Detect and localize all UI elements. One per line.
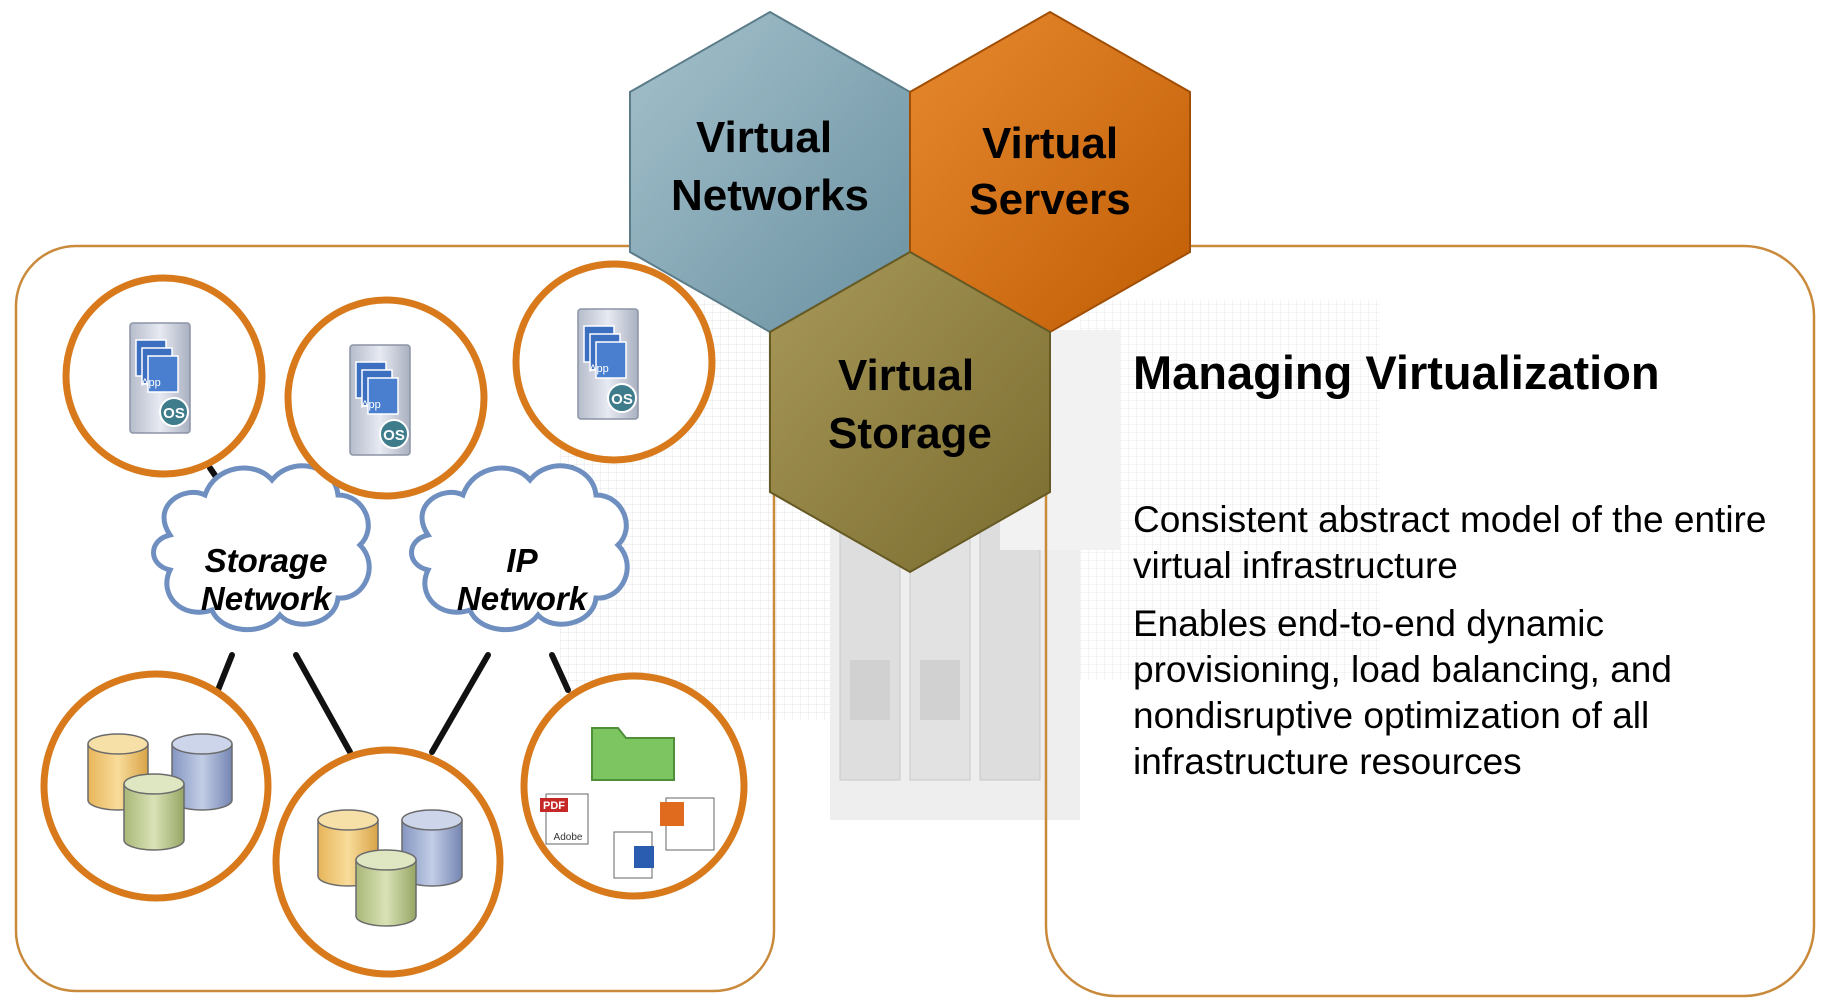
virtual-storage-line1: Virtual (838, 351, 974, 400)
bullet-item: Enables end-to-end dynamic provisioning,… (1133, 603, 1672, 782)
pdf-label: PDF (543, 800, 565, 812)
virtual-storage-line2: Storage (828, 409, 992, 458)
management-panel (1044, 244, 1816, 998)
file-storage-node: PDF Adobe (520, 672, 748, 900)
pdf-file-icon: PDF Adobe (540, 793, 589, 845)
ip-network-cloud: IP Network (409, 463, 630, 633)
adobe-label: Adobe (554, 832, 583, 843)
bullet-item: Consistent abstract model of the entire … (1133, 499, 1767, 586)
storage-network-label-line2: Network (201, 580, 333, 617)
server-node-2: App OS (284, 296, 488, 500)
os-label: OS (611, 391, 633, 408)
virtual-networks-line1: Virtual (696, 113, 832, 162)
server-node-3: App OS (512, 260, 716, 464)
storage-network-cloud: Storage Network (151, 463, 372, 633)
app-label: App (589, 363, 609, 375)
word-file-icon (613, 831, 654, 879)
virtual-servers-hexagon: Virtual Servers (909, 10, 1191, 334)
folder-icon (591, 727, 675, 781)
app-label: App (141, 377, 161, 389)
ip-network-label-line2: Network (457, 580, 589, 617)
powerpoint-file-icon (660, 797, 715, 851)
app-label: App (361, 399, 381, 411)
ip-network-label-line1: IP (506, 542, 538, 579)
storage-network-label-line1: Storage (205, 542, 328, 579)
virtual-networks-line2: Networks (671, 171, 869, 220)
bullet-list: Consistent abstract model of the entire … (1133, 497, 1783, 797)
storage-node-2 (272, 746, 504, 978)
virtual-servers-line2: Servers (969, 175, 1130, 224)
storage-node-1 (40, 670, 272, 902)
os-label: OS (383, 427, 405, 444)
os-label: OS (163, 405, 185, 422)
panel-heading: Managing Virtualization (1133, 346, 1660, 399)
virtual-servers-line1: Virtual (982, 119, 1118, 168)
server-node-1: App OS (62, 274, 266, 478)
virtual-storage-hexagon: Virtual Storage (769, 250, 1051, 574)
virtual-networks-hexagon: Virtual Networks (629, 10, 911, 334)
infrastructure-panel (14, 244, 776, 993)
